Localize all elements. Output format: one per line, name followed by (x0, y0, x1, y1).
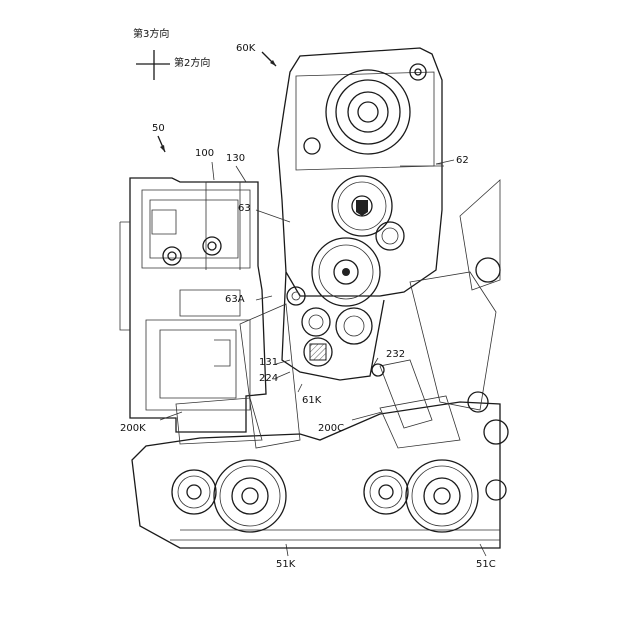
direction-3-label: 第3方向 (133, 30, 169, 40)
label-61K: 61K (302, 396, 321, 406)
label-131: 131 (259, 358, 278, 368)
cartridge-60K (278, 48, 444, 380)
label-62: 62 (456, 156, 469, 166)
label-200C: 200C (318, 424, 344, 434)
right-partial-gears (468, 258, 508, 444)
label-224: 224 (259, 374, 278, 384)
label-50: 50 (152, 124, 165, 134)
rollers-51C (364, 460, 506, 532)
gear-train (287, 176, 404, 366)
label-63A: 63A (225, 295, 245, 305)
label-51K: 51K (276, 560, 295, 570)
direction-2-label: 第2方向 (174, 59, 210, 69)
label-200K: 200K (120, 424, 146, 434)
label-51C: 51C (476, 560, 496, 570)
direction-cross (136, 50, 170, 80)
label-130: 130 (226, 154, 245, 164)
rollers-51K (172, 460, 286, 532)
unit-100-housing (120, 178, 266, 432)
label-100: 100 (195, 149, 214, 159)
label-63: 63 (238, 204, 251, 214)
label-232: 232 (386, 350, 405, 360)
label-60K: 60K (236, 44, 255, 54)
